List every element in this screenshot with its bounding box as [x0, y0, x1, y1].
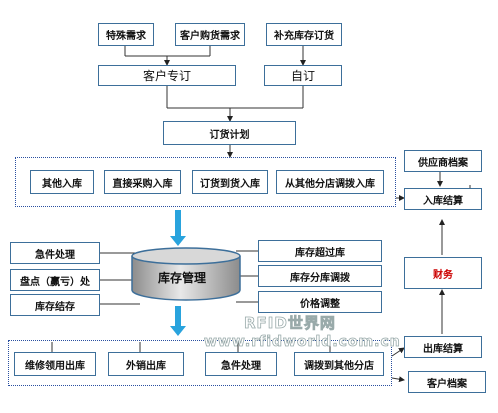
urgent-processing-box: 急件处理 — [10, 242, 100, 264]
special-request-label: 特殊需求 — [106, 31, 146, 42]
direct-purchase-in-label: 直接采购入库 — [112, 178, 173, 190]
direct-purchase-in-box: 直接采购入库 — [104, 170, 181, 194]
watermark-title: RFID世界网 — [244, 314, 336, 333]
out-settlement-box: 出库结算 — [404, 336, 482, 358]
transfer-in-box: 从其他分店调拨入库 — [276, 170, 384, 194]
stock-balance-label: 库存分库调拨 — [290, 272, 350, 284]
transfer-out-box: 调拨到其他分店 — [294, 352, 384, 376]
sales-out-box: 外销出库 — [108, 352, 184, 376]
customer-file-label: 客户档案 — [427, 378, 467, 390]
self-order-box: 自订 — [264, 65, 342, 86]
customer-request-label: 客户购货需求 — [180, 31, 240, 42]
finance-box: 财务 — [404, 257, 482, 289]
order-plan-label: 订货计划 — [209, 129, 250, 141]
repair-out-label: 维修领用出库 — [25, 360, 85, 372]
transfer-in-label: 从其他分店调拨入库 — [285, 178, 375, 190]
self-order-label: 自订 — [290, 69, 315, 83]
replenish-request-box: 补充库存订货 — [266, 23, 342, 46]
supplier-file-label: 供应商档案 — [418, 157, 468, 169]
order-plan-box: 订货计划 — [163, 121, 296, 145]
customer-order-box: 客户专订 — [98, 65, 236, 86]
other-in-box: 其他入库 — [30, 170, 94, 194]
stocktake-box: 盘点（赢亏）处 — [10, 269, 100, 291]
replenish-request-label: 补充库存订货 — [274, 31, 334, 42]
inventory-carry-label: 库存结存 — [35, 301, 75, 313]
out-settlement-label: 出库结算 — [423, 343, 463, 355]
order-arrival-in-box: 订货到货入库 — [192, 170, 268, 194]
supplier-file-box: 供应商档案 — [404, 150, 482, 172]
other-in-label: 其他入库 — [42, 178, 82, 190]
customer-file-box: 客户档案 — [408, 371, 486, 393]
in-settlement-label: 入库结算 — [423, 195, 463, 207]
price-adjust-box: 价格调整 — [258, 291, 382, 313]
outbound-group — [8, 340, 392, 386]
urgent-processing-label: 急件处理 — [35, 249, 75, 261]
stock-warning-box: 库存超过库 — [258, 240, 382, 262]
urgent-out-label: 急件处理 — [221, 360, 261, 372]
customer-order-label: 客户专订 — [142, 69, 191, 83]
finance-label: 财务 — [433, 269, 453, 281]
price-adjust-label: 价格调整 — [300, 298, 340, 310]
inventory-cylinder — [131, 247, 241, 301]
urgent-out-box: 急件处理 — [205, 352, 277, 376]
order-arrival-in-label: 订货到货入库 — [200, 178, 260, 190]
stock-balance-box: 库存分库调拨 — [258, 265, 382, 287]
inventory-carry-box: 库存结存 — [10, 294, 100, 316]
sales-out-label: 外销出库 — [126, 360, 166, 372]
in-settlement-box: 入库结算 — [404, 188, 482, 210]
inbound-group — [15, 157, 396, 207]
inventory-management-label: 库存管理 — [158, 271, 207, 285]
special-request-box: 特殊需求 — [98, 23, 154, 46]
customer-request-box: 客户购货需求 — [175, 23, 245, 46]
stocktake-label: 盘点（赢亏）处 — [20, 276, 90, 288]
watermark-url: www.rfidworld.com.cn — [204, 334, 401, 351]
repair-out-box: 维修领用出库 — [14, 352, 96, 376]
stock-warning-label: 库存超过库 — [295, 247, 345, 259]
transfer-out-label: 调拨到其他分店 — [304, 360, 374, 372]
